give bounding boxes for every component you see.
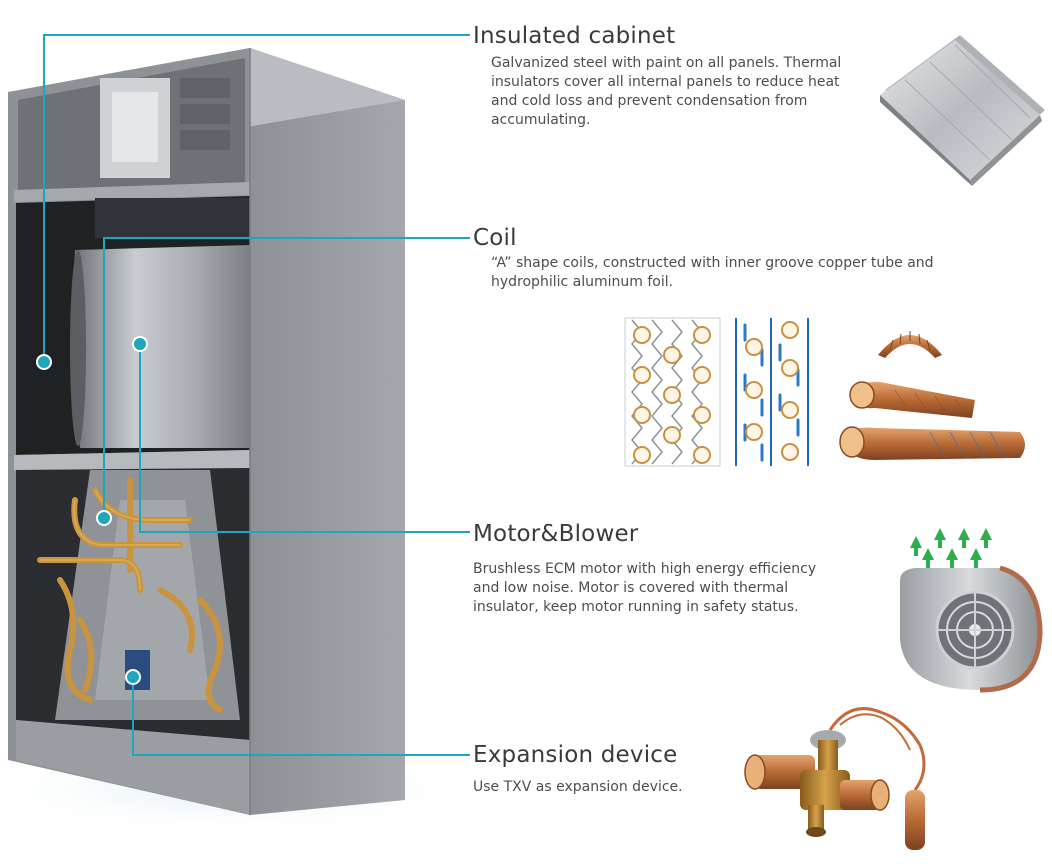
description-line: hydrophilic aluminum foil.	[491, 274, 674, 290]
expansion-device-description: Use TXV as expansion device.	[473, 778, 683, 797]
description-line: “A” shape coils, constructed with inner …	[491, 255, 934, 271]
description-line: accumulating.	[491, 112, 591, 128]
description-line: insulator, keep motor running in safety …	[473, 599, 799, 615]
expansion-device-title: Expansion device	[473, 742, 678, 768]
motor-blower-description: Brushless ECM motor with high energy eff…	[473, 560, 816, 617]
insulated-cabinet-description: Galvanized steel with paint on all panel…	[491, 54, 841, 130]
callout-dot-motor-blower	[132, 336, 148, 352]
callout-dot-coil	[96, 510, 112, 526]
coil-description: “A” shape coils, constructed with inner …	[491, 254, 934, 292]
callout-line-insulated-cabinet	[43, 34, 470, 362]
callout-line-motor-blower	[139, 344, 470, 533]
airflow-arrow-icons	[910, 528, 992, 568]
callout-line-coil	[103, 237, 470, 518]
blower-image	[900, 528, 1043, 693]
description-line: insulators cover all internal panels to …	[491, 74, 840, 90]
description-line: Brushless ECM motor with high energy eff…	[473, 561, 817, 577]
air-handler-unit-image	[8, 48, 405, 815]
fin-pattern-image	[624, 317, 810, 467]
coil-title: Coil	[473, 225, 517, 251]
copper-tube-image	[839, 331, 1025, 460]
callout-line-expansion-device	[132, 677, 470, 756]
txv-valve-image	[744, 707, 926, 850]
description-line: Galvanized steel with paint on all panel…	[491, 55, 842, 71]
callout-dot-insulated-cabinet	[36, 354, 52, 370]
insulated-cabinet-title: Insulated cabinet	[473, 23, 676, 49]
description-line: and cold loss and prevent condensation f…	[491, 93, 808, 109]
callout-dot-expansion-device	[125, 669, 141, 685]
motor-blower-title: Motor&Blower	[473, 521, 639, 547]
description-line: and low noise. Motor is covered with the…	[473, 580, 789, 596]
callout-lines	[43, 34, 470, 756]
insulation-foil-image	[880, 35, 1045, 186]
description-line: Use TXV as expansion device.	[473, 779, 683, 795]
